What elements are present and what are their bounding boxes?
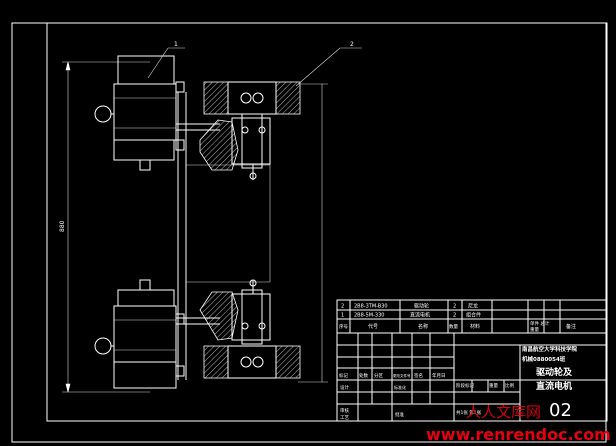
role-process: 工艺 — [340, 415, 349, 421]
balloon-2: 2 — [295, 41, 362, 87]
wheel-spacing-dimension — [269, 83, 328, 383]
upper-drive-wheel — [199, 81, 301, 180]
header-name: 名称 — [418, 323, 428, 330]
balloon-2-label: 2 — [350, 41, 354, 48]
part-2-name: 驱动轮 — [414, 303, 429, 310]
part-2-qty: 2 — [453, 304, 456, 310]
row-sign: 签名 — [414, 372, 423, 379]
role-approve: 批准 — [395, 411, 404, 418]
dimension-label: 880 — [59, 220, 66, 232]
lower-dc-motor — [94, 279, 220, 389]
part-1-name: 直流电机 — [410, 312, 430, 319]
class-line: 机械0880054班 — [521, 355, 566, 363]
weight-label: 重量 — [489, 382, 498, 389]
upper-dc-motor — [94, 55, 220, 171]
drawing-number: 02 — [549, 400, 572, 421]
part-2-material: 尼龙 — [468, 303, 478, 310]
watermark: 人人文库网 www.renrendoc.com — [426, 403, 611, 444]
scale-label: 比例 — [505, 382, 514, 389]
title-block: 2 2B8-3TM-B30 驱动轮 2 尼龙 1 2B8-5M-330 直流电机… — [336, 299, 607, 422]
stage-mark-label: 阶段标记 — [456, 382, 474, 389]
school-name: 南昌航空大学科技学院 — [522, 345, 578, 353]
drawing-title-line-2: 直流电机 — [536, 380, 572, 392]
inner-frame — [46, 22, 608, 422]
part-2-no: 2 — [341, 304, 344, 310]
header-weight: 重量 — [530, 326, 539, 333]
balloon-1: 1 — [147, 41, 185, 79]
watermark-site-name: 人人文库网 — [466, 403, 541, 421]
role-review: 审核 — [340, 407, 349, 414]
watermark-url: www.renrendoc.com — [426, 425, 611, 444]
part-1-code: 2B8-5M-330 — [354, 313, 384, 319]
lower-drive-wheel — [199, 279, 301, 379]
header-unit-weight: 单件 总计 — [530, 320, 550, 327]
row-mark: 标记 — [339, 372, 348, 379]
header-material: 材料 — [470, 323, 480, 330]
part-1-no: 1 — [341, 313, 344, 319]
header-remark: 备注 — [566, 323, 576, 330]
header-qty: 数量 — [449, 323, 458, 330]
part-1-qty: 2 — [453, 313, 456, 319]
row-count: 处数 — [359, 372, 368, 379]
role-design: 设计 — [340, 384, 349, 391]
balloon-1-label: 1 — [174, 41, 178, 48]
part-1-material: 组合件 — [466, 312, 481, 319]
sheet-info: 共1张 第1张 — [456, 409, 482, 416]
overall-height-dimension: 880 — [59, 61, 150, 393]
row-zone: 分区 — [374, 372, 383, 379]
role-standard: 标准化 — [394, 384, 406, 390]
header-no: 序号 — [339, 323, 348, 330]
part-2-code: 2B8-3TM-B30 — [354, 304, 388, 310]
row-date: 年月日 — [432, 372, 446, 379]
drawing-title-line-1: 驱动轮及 — [536, 366, 573, 378]
row-change-doc: 更改文件号 — [393, 373, 411, 378]
header-code: 代号 — [368, 323, 378, 330]
